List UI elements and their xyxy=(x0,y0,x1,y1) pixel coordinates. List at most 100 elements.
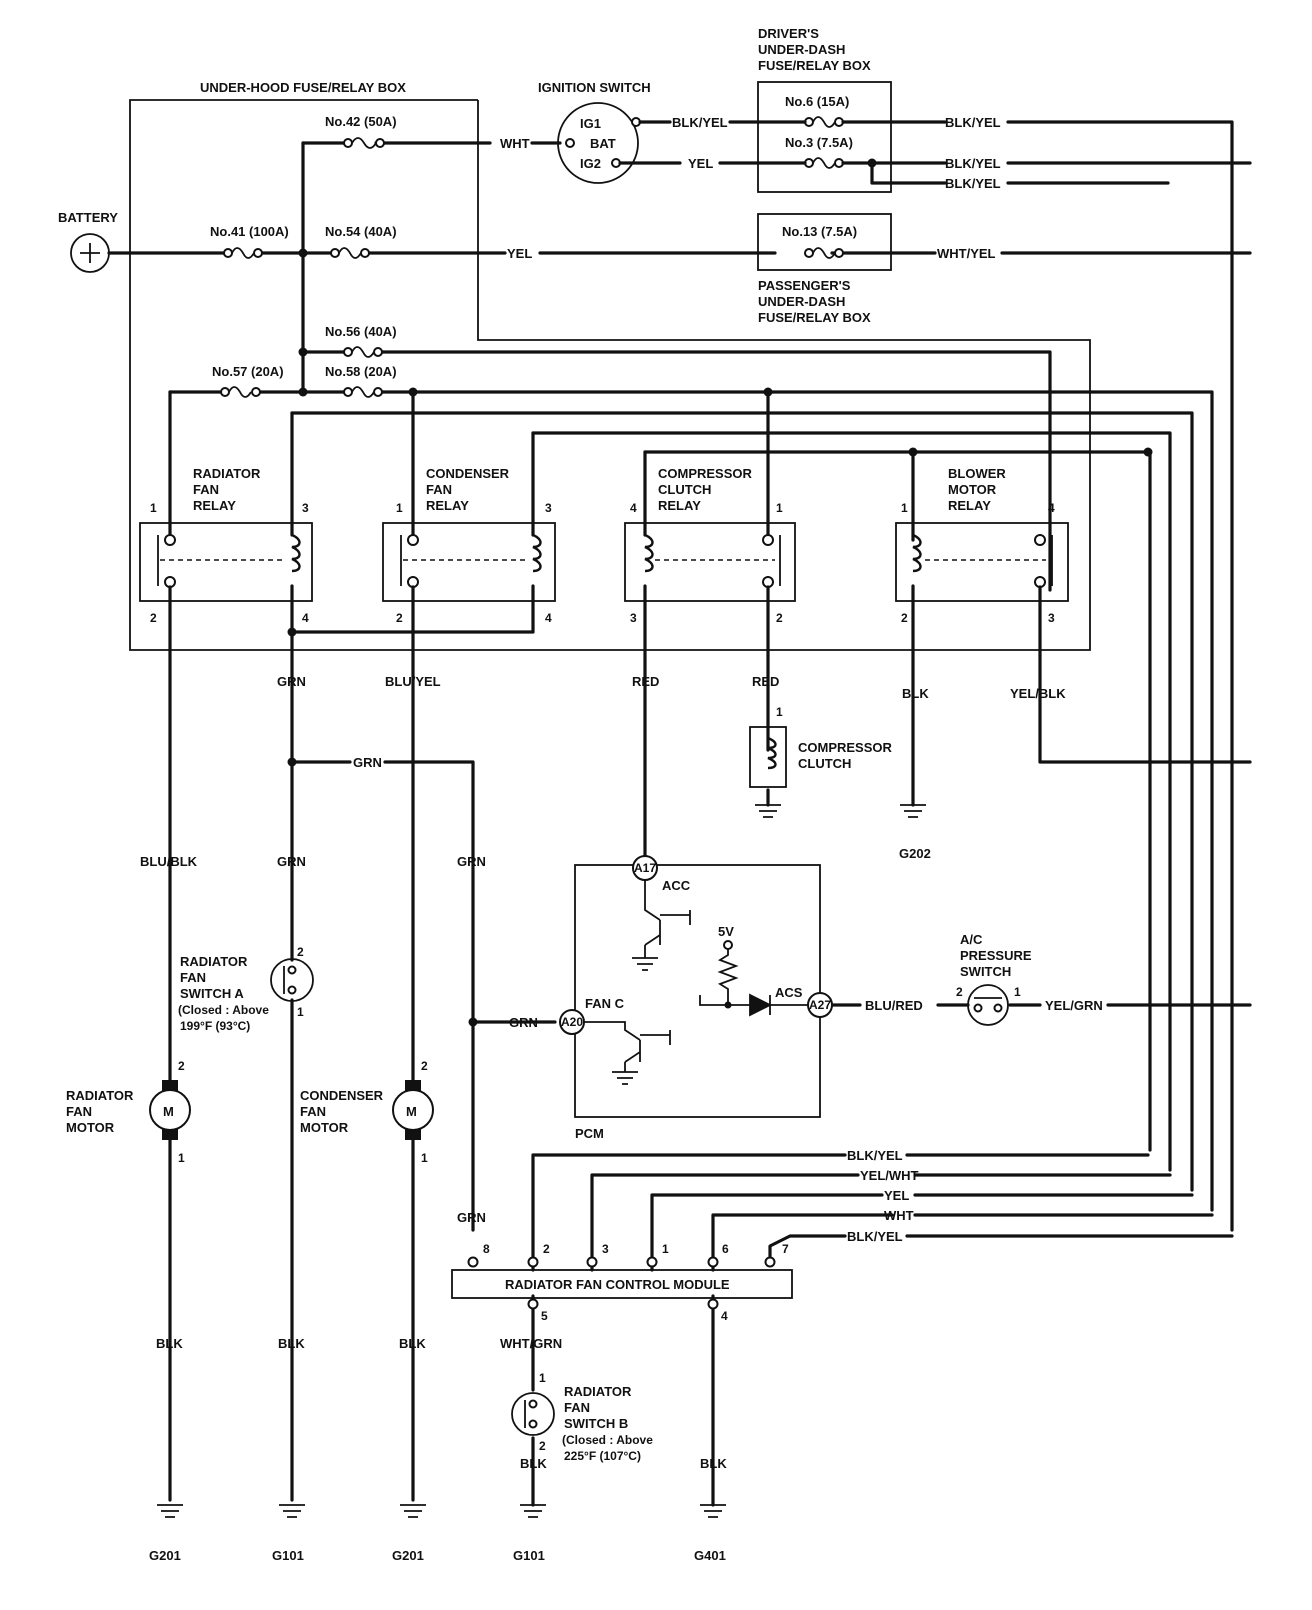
compressor-relay-label-3: RELAY xyxy=(658,498,701,513)
drivers-box-label-3: FUSE/RELAY BOX xyxy=(758,58,871,73)
compressor-clutch: 1 COMPRESSOR CLUTCH xyxy=(749,705,893,788)
wire-label-wht-grn: WHT/GRN xyxy=(500,1336,562,1351)
wire-label-grn-1: GRN xyxy=(277,674,306,689)
ac-switch-pin-2: 2 xyxy=(956,985,963,999)
passengers-box-label-1: PASSENGER'S xyxy=(758,278,851,293)
switch-a-label-2: FAN xyxy=(180,970,206,985)
pcm-pin-a17: A17 xyxy=(634,861,656,875)
lower-wires xyxy=(168,584,1252,1507)
wire-label-red-1: RED xyxy=(632,674,659,689)
condenser-relay-label-2: FAN xyxy=(426,482,452,497)
switch-a-pin-2: 2 xyxy=(297,945,304,959)
switch-b-pin-1: 1 xyxy=(539,1371,546,1385)
pcm-pin-a27: A27 xyxy=(809,998,831,1012)
ignition-wires xyxy=(618,120,1252,1232)
pcm-acc: ACC xyxy=(662,878,691,893)
wire-label-blu-red: BLU/RED xyxy=(865,998,923,1013)
wire-label-red-2: RED xyxy=(752,674,779,689)
wire-label-yel-m: YEL xyxy=(884,1188,909,1203)
radiator-motor-label-1: RADIATOR xyxy=(66,1088,134,1103)
module-pin-7: 7 xyxy=(782,1242,789,1256)
condenser-relay-pin-3: 3 xyxy=(545,501,552,515)
blower-motor-relay: BLOWER MOTOR RELAY 1 4 2 3 xyxy=(895,466,1069,625)
compressor-clutch-relay: COMPRESSOR CLUTCH RELAY 4 1 3 2 xyxy=(624,466,796,625)
radiator-motor-label-2: FAN xyxy=(66,1104,92,1119)
module-label: RADIATOR FAN CONTROL MODULE xyxy=(505,1277,730,1292)
blower-relay-label-2: MOTOR xyxy=(948,482,997,497)
module-pin-1: 1 xyxy=(662,1242,669,1256)
compressor-relay-label-1: COMPRESSOR xyxy=(658,466,753,481)
ground-symbols xyxy=(157,804,926,1518)
wire-label-wht-m: WHT xyxy=(884,1208,914,1223)
compressor-clutch-label-1: COMPRESSOR xyxy=(798,740,893,755)
ground-g101a: G101 xyxy=(272,1548,304,1563)
fuse-6-label: No.6 (15A) xyxy=(785,94,849,109)
switch-b-pin-2: 2 xyxy=(539,1439,546,1453)
junction-473-1022 xyxy=(468,1017,478,1027)
compressor-relay-pin-4: 4 xyxy=(630,501,637,515)
module-pin-8: 8 xyxy=(483,1242,490,1256)
compressor-clutch-pin-1: 1 xyxy=(776,705,783,719)
blower-relay-pin-4: 4 xyxy=(1048,501,1055,515)
ignition-switch: IGNITION SWITCH IG1 BAT IG2 xyxy=(538,80,651,184)
wire-label-wht-yel: WHT/YEL xyxy=(937,246,996,261)
radiator-fan-control-module: RADIATOR FAN CONTROL MODULE 8 2 3 1 6 7 … xyxy=(451,1242,793,1323)
wire-label-blk-g201a: BLK xyxy=(156,1336,183,1351)
switch-b-label-3: SWITCH B xyxy=(564,1416,628,1431)
radiator-relay-label-2: FAN xyxy=(193,482,219,497)
module-pin-2: 2 xyxy=(543,1242,550,1256)
pcm-label: PCM xyxy=(575,1126,604,1141)
fuse-41: No.41 (100A) xyxy=(210,224,289,259)
switch-a-pin-1: 1 xyxy=(297,1005,304,1019)
ac-pressure-switch: 2 1 A/C PRESSURE SWITCH xyxy=(956,932,1032,1026)
module-pin-3: 3 xyxy=(602,1242,609,1256)
condenser-relay-pin-4: 4 xyxy=(545,611,552,625)
ac-switch-label-2: PRESSURE xyxy=(960,948,1032,963)
drivers-box-label-2: UNDER-DASH xyxy=(758,42,845,57)
wire-label-yel-ig2: YEL xyxy=(688,156,713,171)
fuse-3-label: No.3 (7.5A) xyxy=(785,135,853,150)
compressor-relay-pin-3: 3 xyxy=(630,611,637,625)
switch-b-label-5: 225°F (107°C) xyxy=(564,1449,641,1463)
wire-label-yel-main: YEL xyxy=(507,246,532,261)
ac-switch-label-3: SWITCH xyxy=(960,964,1011,979)
pcm: A17 A20 A27 ACC FAN C ACS 5V PCM xyxy=(559,855,833,1141)
fuse-56: No.56 (40A) xyxy=(325,324,397,358)
wire-label-yel-grn: YEL/GRN xyxy=(1045,998,1103,1013)
radiator-fan-relay: RADIATOR FAN RELAY 1 3 2 4 xyxy=(139,466,313,625)
fuse-3: No.3 (7.5A) xyxy=(785,135,853,169)
drivers-under-dash-box: DRIVER'S UNDER-DASH FUSE/RELAY BOX xyxy=(757,26,892,193)
switch-a-label-4: (Closed : Above xyxy=(178,1003,269,1017)
radiator-relay-label-1: RADIATOR xyxy=(193,466,261,481)
under-hood-box-label: UNDER-HOOD FUSE/RELAY BOX xyxy=(200,80,406,95)
junction-1148-452 xyxy=(1143,447,1153,457)
radiator-relay-pin-4: 4 xyxy=(302,611,309,625)
condenser-relay-pin-2: 2 xyxy=(396,611,403,625)
fuse-54: No.54 (40A) xyxy=(325,224,397,259)
wire-label-blk-yel-3: BLK/YEL xyxy=(945,176,1001,191)
wire-label-blk-blower: BLK xyxy=(902,686,929,701)
condenser-motor-label-3: MOTOR xyxy=(300,1120,349,1135)
battery: BATTERY xyxy=(58,210,118,273)
ignition-ig1: IG1 xyxy=(580,116,601,131)
compressor-relay-label-2: CLUTCH xyxy=(658,482,711,497)
wire-label-blu-blk: BLU/BLK xyxy=(140,854,198,869)
radiator-fan-switch-b: 1 2 RADIATOR FAN SWITCH B (Closed : Abov… xyxy=(511,1371,653,1463)
junction-913-452 xyxy=(908,447,918,457)
junction-872-163 xyxy=(867,158,877,168)
ground-g401: G401 xyxy=(694,1548,726,1563)
junction-292-762 xyxy=(287,757,297,767)
ac-switch-label-1: A/C xyxy=(960,932,983,947)
blower-relay-label-3: RELAY xyxy=(948,498,991,513)
switch-a-label-3: SWITCH A xyxy=(180,986,244,1001)
condenser-motor-m: M xyxy=(406,1104,417,1119)
pcm-5v: 5V xyxy=(718,924,734,939)
condenser-fan-motor: M 2 1 CONDENSER FAN MOTOR xyxy=(300,1059,434,1165)
pcm-junction xyxy=(724,1001,732,1009)
blower-relay-pin-1: 1 xyxy=(901,501,908,515)
ac-switch-pin-1: 1 xyxy=(1014,985,1021,999)
blower-relay-pin-2: 2 xyxy=(901,611,908,625)
junction-413-392 xyxy=(408,387,418,397)
wire-label-grn-6: GRN xyxy=(457,1210,486,1225)
junction-303-392 xyxy=(298,387,308,397)
